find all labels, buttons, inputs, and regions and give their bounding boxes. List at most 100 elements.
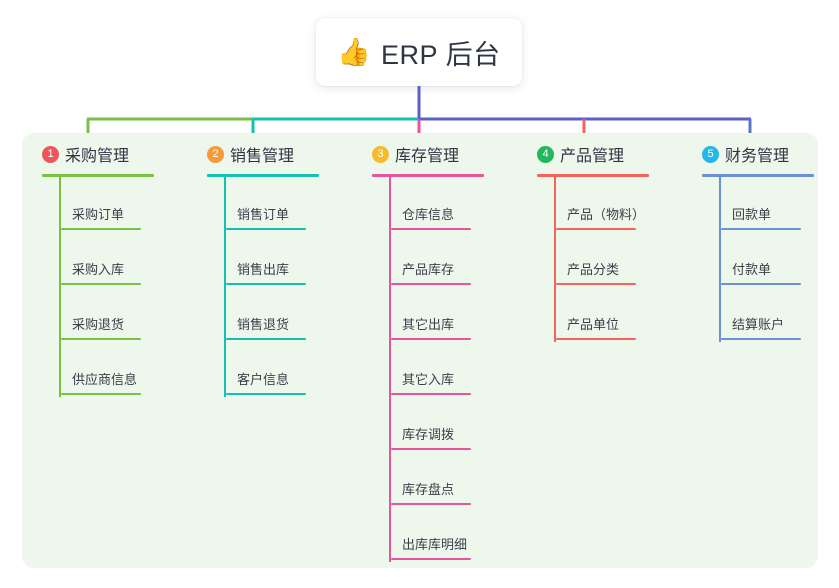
column-badge-1: 1 (42, 145, 59, 163)
leaf-item[interactable]: 结算账户 (698, 287, 839, 342)
leaf-item[interactable]: 采购订单 (38, 177, 203, 232)
leaf-item[interactable]: 出库库明细 (368, 507, 533, 562)
columns-panel-background (22, 133, 818, 568)
leaf-item-underline (226, 393, 306, 395)
column-underline-product (537, 174, 649, 177)
leaf-item[interactable]: 销售出库 (203, 232, 368, 287)
thumbs-up-icon: 👍 (337, 36, 372, 67)
leaf-item-label: 库存调拨 (402, 427, 455, 442)
column-sales: 2 销售管理 销售订单销售出库销售退货客户信息 (203, 133, 368, 397)
column-underline-purchasing (42, 174, 154, 177)
column-title-finance: 财务管理 (725, 148, 790, 165)
leaf-item-underline (391, 283, 471, 285)
column-header-finance[interactable]: 5 财务管理 (698, 133, 839, 175)
leaf-item[interactable]: 采购入库 (38, 232, 203, 287)
leaf-item-underline (721, 338, 801, 340)
column-stem-sales (224, 177, 226, 397)
leaf-item[interactable]: 其它出库 (368, 287, 533, 342)
column-header-purchasing[interactable]: 1 采购管理 (38, 133, 203, 175)
column-badge-3: 3 (372, 145, 389, 163)
leaf-item-label: 产品（物料） (567, 207, 646, 222)
leaf-item[interactable]: 产品（物料） (533, 177, 698, 232)
leaf-item-underline (226, 228, 306, 230)
leaf-item-label: 销售退货 (237, 317, 290, 332)
leaf-list-inventory: 仓库信息产品库存其它出库其它入库库存调拨库存盘点出库库明细 (368, 177, 533, 562)
leaf-item-label: 采购退货 (72, 317, 125, 332)
leaf-item-label: 产品库存 (402, 262, 455, 277)
column-badge-2: 2 (207, 145, 224, 163)
leaf-item[interactable]: 供应商信息 (38, 342, 203, 397)
leaf-item[interactable]: 付款单 (698, 232, 839, 287)
leaf-item-label: 采购订单 (72, 207, 125, 222)
leaf-item-underline (61, 338, 141, 340)
column-title-product: 产品管理 (560, 148, 625, 165)
column-header-product[interactable]: 4 产品管理 (533, 133, 698, 175)
column-title-sales: 销售管理 (230, 148, 295, 165)
column-stem-purchasing (59, 177, 61, 397)
leaf-item[interactable]: 产品分类 (533, 232, 698, 287)
leaf-item-underline (721, 283, 801, 285)
leaf-list-sales: 销售订单销售出库销售退货客户信息 (203, 177, 368, 397)
leaf-item-label: 结算账户 (732, 317, 785, 332)
root-node-erp-backend[interactable]: 👍 ERP 后台 (316, 18, 522, 86)
leaf-item[interactable]: 其它入库 (368, 342, 533, 397)
columns-container: 1 采购管理 采购订单采购入库采购退货供应商信息 2 销售管理 销售订单销售出库… (22, 133, 818, 568)
leaf-item-label: 回款单 (732, 207, 772, 222)
leaf-item-label: 库存盘点 (402, 482, 455, 497)
leaf-item-label: 采购入库 (72, 262, 125, 277)
leaf-item[interactable]: 销售订单 (203, 177, 368, 232)
leaf-item-label: 销售出库 (237, 262, 290, 277)
column-underline-sales (207, 174, 319, 177)
leaf-item[interactable]: 库存调拨 (368, 397, 533, 452)
leaf-list-product: 产品（物料） 产品分类产品单位 (533, 177, 698, 342)
column-inventory: 3 库存管理 仓库信息产品库存其它出库其它入库库存调拨库存盘点出库库明细 (368, 133, 533, 562)
leaf-item[interactable]: 销售退货 (203, 287, 368, 342)
leaf-item-underline (61, 228, 141, 230)
column-header-sales[interactable]: 2 销售管理 (203, 133, 368, 175)
root-node-title: ERP 后台 (381, 39, 501, 70)
leaf-item-label: 销售订单 (237, 207, 290, 222)
leaf-item-underline (391, 393, 471, 395)
leaf-item-underline (61, 283, 141, 285)
column-title-inventory: 库存管理 (395, 148, 460, 165)
column-title-purchasing: 采购管理 (65, 148, 130, 165)
column-stem-product (554, 177, 556, 342)
column-stem-finance (719, 177, 721, 342)
column-badge-5: 5 (702, 145, 719, 163)
leaf-list-finance: 回款单付款单结算账户 (698, 177, 839, 342)
leaf-item-underline (61, 393, 141, 395)
leaf-item-underline (391, 558, 471, 560)
column-header-inventory[interactable]: 3 库存管理 (368, 133, 533, 175)
leaf-item-label: 产品单位 (567, 317, 620, 332)
leaf-item-label: 供应商信息 (72, 372, 138, 387)
column-badge-4: 4 (537, 145, 554, 163)
leaf-item-underline (556, 338, 636, 340)
column-stem-inventory (389, 177, 391, 562)
leaf-item-underline (391, 338, 471, 340)
column-underline-inventory (372, 174, 484, 177)
leaf-item-underline (391, 228, 471, 230)
leaf-item-underline (391, 448, 471, 450)
leaf-item-label: 产品分类 (567, 262, 620, 277)
leaf-item-label: 出库库明细 (402, 537, 468, 552)
leaf-item-underline (721, 228, 801, 230)
leaf-item[interactable]: 产品库存 (368, 232, 533, 287)
column-product: 4 产品管理 产品（物料） 产品分类产品单位 (533, 133, 698, 342)
leaf-item[interactable]: 产品单位 (533, 287, 698, 342)
column-purchasing: 1 采购管理 采购订单采购入库采购退货供应商信息 (38, 133, 203, 397)
leaf-item-label: 其它入库 (402, 372, 455, 387)
leaf-item[interactable]: 采购退货 (38, 287, 203, 342)
leaf-item-underline (556, 283, 636, 285)
leaf-list-purchasing: 采购订单采购入库采购退货供应商信息 (38, 177, 203, 397)
leaf-item[interactable]: 库存盘点 (368, 452, 533, 507)
leaf-item-label: 仓库信息 (402, 207, 455, 222)
leaf-item[interactable]: 仓库信息 (368, 177, 533, 232)
column-underline-finance (702, 174, 814, 177)
leaf-item-underline (226, 283, 306, 285)
leaf-item[interactable]: 回款单 (698, 177, 839, 232)
leaf-item[interactable]: 客户信息 (203, 342, 368, 397)
leaf-item-underline (556, 228, 636, 230)
leaf-item-underline (226, 338, 306, 340)
leaf-item-label: 其它出库 (402, 317, 455, 332)
